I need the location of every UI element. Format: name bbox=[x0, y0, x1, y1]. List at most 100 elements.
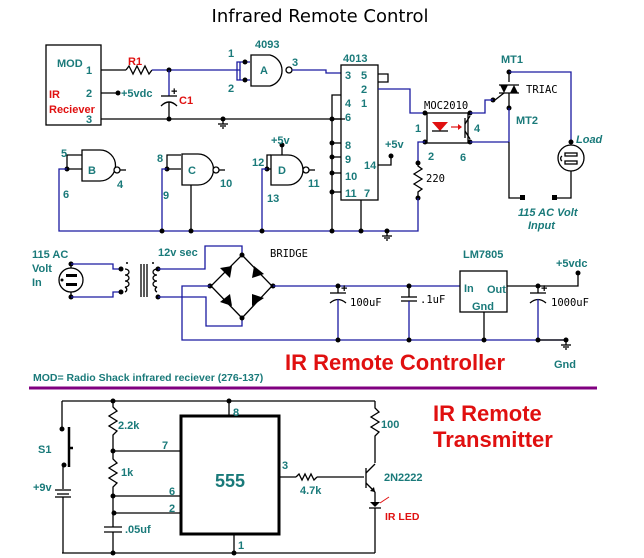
junction bbox=[335, 337, 341, 343]
resistor-4-7k bbox=[295, 472, 318, 482]
junction bbox=[242, 59, 248, 65]
junction bbox=[259, 228, 265, 234]
junction bbox=[59, 426, 65, 432]
mod-label: MOD bbox=[57, 58, 83, 70]
battery-icon bbox=[55, 489, 71, 498]
gate-d-pin-11: 11 bbox=[308, 178, 320, 190]
gate-d-supply: +5v bbox=[271, 135, 291, 147]
junction bbox=[358, 228, 364, 234]
secondary-label: 12v sec bbox=[158, 247, 198, 259]
gate-d-pin-13: 13 bbox=[267, 193, 279, 205]
wire bbox=[152, 62, 241, 71]
nand-gate-b bbox=[64, 149, 126, 182]
wire bbox=[236, 61, 250, 81]
ac-input-label-1: 115 AC Volt bbox=[518, 207, 579, 219]
pin-7: 7 bbox=[162, 440, 168, 452]
junction bbox=[166, 116, 172, 122]
opto-pin-6: 6 bbox=[460, 152, 466, 164]
resistor-2-2k bbox=[107, 401, 119, 451]
junction bbox=[188, 228, 194, 234]
transmitter-title-2: Transmitter bbox=[433, 427, 553, 452]
mod-note: MOD= Radio Shack infrared reciever (276-… bbox=[33, 372, 263, 384]
receiver-pin-1: 1 bbox=[86, 65, 92, 77]
ac-input-terminal bbox=[520, 195, 525, 200]
triac-icon bbox=[494, 84, 519, 101]
ic4013-label: 4013 bbox=[343, 53, 367, 65]
ic4013-pin: 10 bbox=[345, 171, 357, 183]
reg-in: In bbox=[464, 283, 474, 295]
timer-555-chip bbox=[179, 414, 281, 536]
ir-receiver-module bbox=[45, 44, 102, 126]
reciever-label: Reciever bbox=[49, 104, 96, 116]
pushbutton-switch-icon bbox=[67, 427, 73, 467]
ic4013-pin: 14 bbox=[364, 160, 377, 172]
junction bbox=[329, 154, 335, 160]
cap-05uf-label: .05uf bbox=[125, 524, 151, 536]
ir-label: IR bbox=[49, 89, 60, 101]
wire bbox=[470, 99, 493, 114]
resistor-100 bbox=[369, 401, 381, 463]
out-5vdc-label: +5vdc bbox=[556, 258, 588, 270]
r-4-7k-label: 4.7k bbox=[300, 485, 322, 497]
triac-label: TRIAC bbox=[526, 84, 558, 96]
gate-c-pin-10: 10 bbox=[220, 178, 232, 190]
pin-2: 2 bbox=[169, 503, 175, 515]
junction bbox=[329, 189, 335, 195]
gate-c-label: C bbox=[188, 165, 196, 177]
pin5-loop bbox=[378, 73, 389, 83]
junction bbox=[422, 110, 428, 116]
gate-c-pin-9: 9 bbox=[163, 190, 169, 202]
wire bbox=[378, 156, 392, 166]
ac-in-label-1: 115 AC bbox=[32, 249, 68, 261]
regulator-label: LM7805 bbox=[463, 249, 503, 261]
ac-plug-icon bbox=[58, 264, 84, 297]
gate-a-pin-2: 2 bbox=[228, 83, 234, 95]
gnd-label: Gnd bbox=[554, 359, 576, 371]
junction bbox=[115, 90, 121, 96]
outlet-icon bbox=[557, 144, 585, 172]
gate-d-label: D bbox=[278, 165, 286, 177]
timer-555-label: 555 bbox=[215, 471, 245, 491]
mt2-label: MT2 bbox=[516, 115, 538, 127]
receiver-pin-2: 2 bbox=[86, 88, 92, 100]
npn-transistor-icon bbox=[365, 463, 376, 493]
transmitter-title-1: IR Remote bbox=[433, 401, 542, 426]
ic4013-pin: 9 bbox=[345, 154, 351, 166]
ground-icon bbox=[561, 340, 571, 350]
cap-100uf-label: 100uF bbox=[350, 297, 382, 309]
arrow-head bbox=[458, 124, 462, 130]
gate-b-label: B bbox=[88, 165, 96, 177]
cap-01uf-label: .1uF bbox=[420, 294, 445, 306]
ir-led-icon bbox=[369, 496, 390, 509]
battery-label: +9v bbox=[33, 482, 53, 494]
c1-plus: + bbox=[171, 86, 177, 98]
ic4013-pin: 2 bbox=[361, 84, 367, 96]
ic4013-pin: 5 bbox=[361, 70, 367, 82]
resistor-220 bbox=[412, 163, 424, 198]
cap-plus: + bbox=[541, 283, 547, 295]
ground-bus bbox=[58, 168, 419, 232]
page-title: Infrared Remote Control bbox=[212, 6, 429, 27]
wire bbox=[417, 141, 425, 163]
gate-c-pin-8: 8 bbox=[157, 153, 163, 165]
r-100-label: 100 bbox=[381, 419, 399, 431]
wire bbox=[555, 171, 572, 199]
ic4013-pin: 11 bbox=[345, 188, 357, 200]
gate-d-pin-12: 12 bbox=[252, 157, 264, 169]
controller-title: IR Remote Controller bbox=[285, 350, 505, 375]
opto-pin-1: 1 bbox=[415, 123, 421, 135]
pin-1: 1 bbox=[238, 540, 244, 552]
opto-label: MOC2010 bbox=[424, 100, 468, 112]
pin-8: 8 bbox=[233, 407, 239, 419]
wire bbox=[161, 168, 167, 231]
wire bbox=[509, 71, 572, 141]
junction bbox=[118, 266, 124, 272]
gate-a-pin-1: 1 bbox=[228, 48, 234, 60]
r1-resistor bbox=[125, 64, 153, 76]
wire bbox=[538, 273, 579, 287]
led-icon bbox=[432, 122, 448, 131]
reg-gnd: Gnd bbox=[472, 301, 494, 313]
s1-label: S1 bbox=[38, 444, 51, 456]
resistor-220-label: 220 bbox=[426, 173, 445, 185]
ac-input-label-2: Input bbox=[528, 220, 556, 232]
